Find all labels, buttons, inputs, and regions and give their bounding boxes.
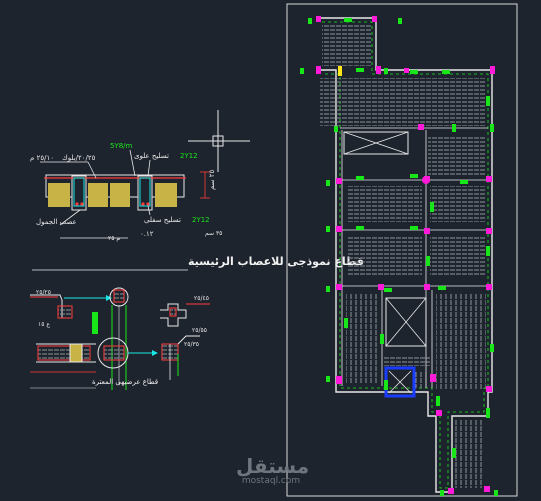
bar-left-1 xyxy=(75,202,79,206)
rib-section-detail: ٢٥/١٠ م ٢٠/٢٥/بلوك 5Y8/m تسليح علوى 2Y12… xyxy=(30,142,364,271)
label-detail-e: ع ١٥ xyxy=(38,321,50,328)
void-top xyxy=(343,131,409,155)
slab-panel-9 xyxy=(384,356,430,366)
slab-panel-10 xyxy=(414,372,428,388)
label-joist: عصب الجمول xyxy=(36,218,77,226)
floor-plan xyxy=(300,16,498,496)
slab-panel-top xyxy=(322,24,372,66)
rib-left xyxy=(71,175,87,211)
label-detail-a: ٢٥/٢٥ xyxy=(36,289,51,296)
label-bottom-rft: تسليح سفلى xyxy=(144,216,181,224)
rib-right xyxy=(137,175,153,211)
bar-right-1 xyxy=(141,202,145,206)
ucs-crosshair xyxy=(188,110,250,172)
watermark-site: mostaql.com xyxy=(241,476,301,486)
block-fill-right xyxy=(155,183,177,207)
secondary-detail: ٢٥/٢٥ ع ١٥ ٢٥/٤٥ ٢٥/٥٥ ٢٥/٣٥ قطاع عرضيهى xyxy=(30,287,210,390)
label-2y12-top: 2Y12 xyxy=(180,152,198,160)
red-marker xyxy=(422,176,430,184)
label-top-rft: تسليح علوى xyxy=(134,152,169,160)
columns-green xyxy=(300,18,498,496)
label-dim-left: م ٢٥ xyxy=(108,235,120,242)
sheet-border xyxy=(286,3,518,497)
bar-right-2 xyxy=(146,202,150,206)
block-fill-left xyxy=(48,183,70,207)
label-rib-width: ٠.١٢ xyxy=(140,230,154,238)
slab-panel-band xyxy=(320,78,486,126)
slab-panel-1 xyxy=(348,186,422,222)
slab-panel-5 xyxy=(428,136,486,176)
slab-panel-2 xyxy=(430,186,486,222)
label-rft-5y8: 5Y8/m xyxy=(110,142,133,150)
label-rib-height: ٢٥ سم xyxy=(208,169,216,190)
label-2y12-bottom: 2Y12 xyxy=(192,216,210,224)
label-detail-d: ٢٥/٣٥ xyxy=(184,341,199,348)
bar-left-2 xyxy=(80,202,84,206)
label-dim-right: ٣٥ سم xyxy=(205,230,222,237)
label-detail-b: ٢٥/٤٥ xyxy=(194,295,209,302)
slab-panel-8 xyxy=(454,420,484,488)
label-block: ٢٠/٢٥/بلوك xyxy=(62,154,96,162)
stirrup-left xyxy=(73,177,85,207)
block-fill-mid1 xyxy=(88,183,108,207)
watermark-logo: مستقل xyxy=(236,454,310,478)
slab-panel-6 xyxy=(346,294,380,384)
watermark: مستقل mostaql.com xyxy=(236,454,310,486)
slab-panel-4 xyxy=(430,236,486,276)
slab-panel-3 xyxy=(348,236,422,276)
main-section-title: قطاع نموذجى للاعصاب الرئيسية xyxy=(188,255,364,268)
block-fill-mid2 xyxy=(110,183,130,207)
label-detail-c: ٢٥/٥٥ xyxy=(192,327,207,334)
slab-panel-7 xyxy=(436,294,486,390)
label-rib-top-left: ٢٥/١٠ م xyxy=(30,154,54,162)
detail-section-title: قطاع عرضيهى المعترة xyxy=(92,378,158,386)
yellow-marker xyxy=(338,66,342,76)
stirrup-right xyxy=(139,177,151,207)
